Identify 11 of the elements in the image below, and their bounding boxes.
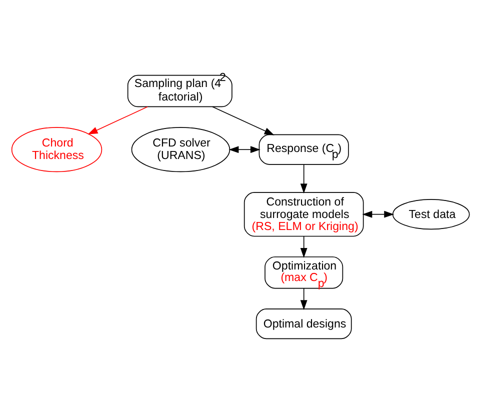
arrow <box>300 236 308 258</box>
arrow <box>300 288 308 310</box>
node-box: Construction of surrogate models (RS, ELM or Kriging) <box>244 192 364 237</box>
node-box: Optimal designs <box>256 308 352 340</box>
arrow <box>88 106 148 134</box>
arrow <box>228 146 260 154</box>
node-ellipse: Test data <box>392 199 470 230</box>
node-ellipse: CFD solver (URANS) <box>131 127 230 172</box>
arrow <box>212 106 274 136</box>
arrow <box>300 164 308 194</box>
arrow <box>362 210 394 218</box>
